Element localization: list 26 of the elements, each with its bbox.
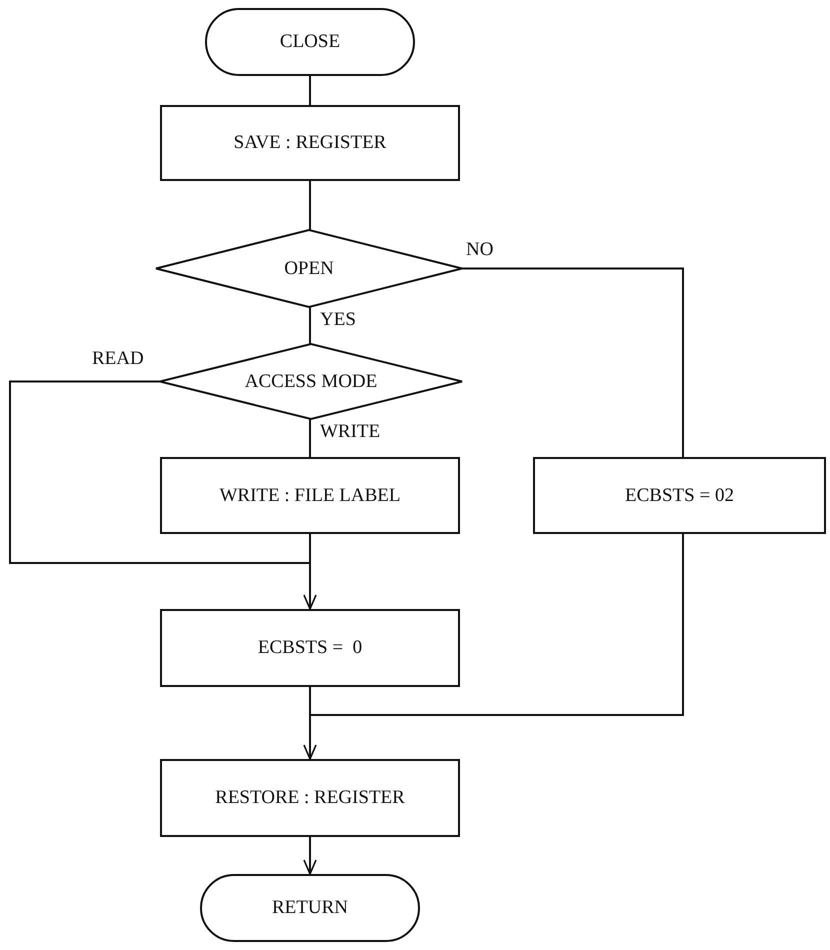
process-box [160,105,460,181]
decision-diamond [155,228,463,308]
connector-line [462,268,684,457]
connector-line [309,307,311,344]
node-text: OPEN [284,258,334,280]
process-box [160,759,460,837]
connector-line [309,76,311,105]
connector-line [309,419,311,457]
connector-line [309,181,311,230]
terminal-box [200,874,420,942]
decision-diamond [159,342,463,420]
node-text: WRITE : FILE LABEL [220,484,400,506]
arrow [303,837,317,875]
node-text: ECBSTS = 02 [625,484,734,506]
process-box [160,457,460,534]
node-text: SAVE : REGISTER [234,132,386,154]
arrow [303,534,684,760]
process-box [533,457,826,534]
process-box [160,609,460,687]
node-text: RESTORE : REGISTER [215,787,405,809]
node-text: RETURN [272,897,348,919]
node-text: CLOSE [280,31,340,53]
node-text: ECBSTS = 0 [258,637,362,659]
arrow [9,380,317,610]
node-text: ACCESS MODE [244,370,378,392]
terminal-box [205,8,415,76]
